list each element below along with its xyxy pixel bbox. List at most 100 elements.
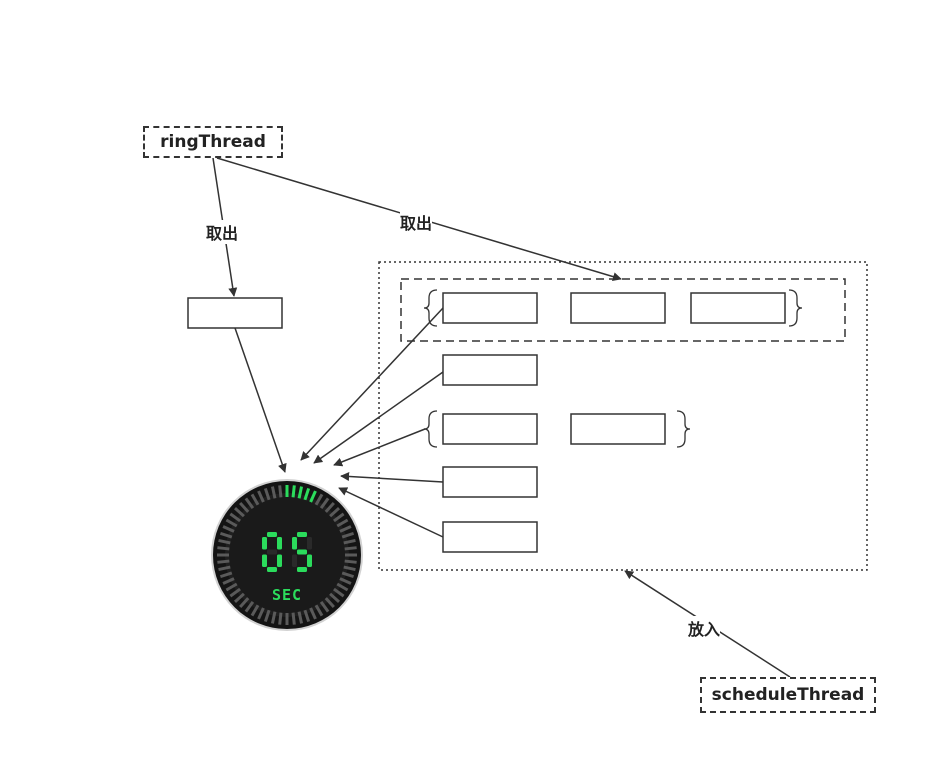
timer-tick — [343, 565, 356, 572]
timer-digit-segment — [262, 537, 267, 550]
ring-thread-label: ringThread — [160, 132, 266, 152]
task-box — [442, 521, 538, 553]
timer-tick — [336, 582, 349, 592]
timer-tick — [229, 512, 241, 523]
timer-unit-label: SEC — [272, 586, 302, 604]
task-box — [442, 413, 538, 445]
timer-tick — [344, 546, 357, 551]
timer-tick — [250, 604, 260, 617]
timer-tick — [270, 486, 277, 499]
task-box — [442, 466, 538, 498]
timer-tick — [324, 597, 335, 609]
timer-digit-segment — [267, 567, 277, 572]
arrow-task-to-timer — [313, 371, 444, 464]
timer-digit-segment — [307, 537, 312, 550]
timer-icon: SEC — [211, 479, 363, 631]
timer-digit-segment — [292, 554, 297, 567]
timer-tick — [233, 592, 245, 603]
timer-tick — [239, 501, 250, 513]
timer-tick — [303, 487, 311, 501]
timer-tick — [225, 518, 238, 528]
timer-tick — [329, 507, 341, 518]
timer-tick — [225, 582, 238, 592]
ring-thread-box: ringThread — [143, 126, 283, 158]
schedule-thread-label: scheduleThread — [711, 685, 865, 705]
timer-tick — [278, 612, 283, 625]
timer-tick — [333, 587, 345, 598]
timer-tick — [297, 486, 304, 499]
timer-tick — [324, 501, 335, 513]
timer-tick — [309, 490, 317, 503]
timer-digit — [262, 532, 282, 572]
timer-digit-segment — [262, 554, 267, 567]
timer-tick — [233, 507, 245, 518]
timer-tick — [278, 485, 283, 498]
timer-tick — [244, 601, 255, 613]
timer-tick — [217, 546, 230, 551]
timer-tick — [222, 577, 235, 585]
timer-tick — [291, 485, 296, 498]
timer-tick — [339, 525, 352, 533]
timer-digit-segment — [297, 532, 307, 537]
timer-tick — [297, 611, 304, 624]
timer-tick — [303, 609, 311, 623]
timer-tick — [257, 607, 265, 620]
timer-ticks — [217, 485, 357, 625]
timer-digit-segment — [297, 567, 307, 572]
timer-digit — [292, 532, 312, 572]
task-box — [442, 292, 538, 324]
timer-tick — [218, 538, 231, 545]
timer-digits — [262, 532, 312, 572]
timer-tick — [309, 607, 317, 620]
left-brace — [423, 410, 438, 448]
timer-tick — [219, 531, 233, 539]
timer-tick — [239, 597, 250, 609]
timer-tick — [343, 538, 356, 545]
right-brace — [676, 410, 691, 448]
timer-digit-segment — [297, 549, 307, 555]
timer-tick — [319, 497, 330, 509]
schedule-thread-box: scheduleThread — [700, 677, 876, 713]
task-box — [570, 292, 666, 324]
timer-digit-segment — [267, 549, 277, 555]
timer-digit-segment — [307, 554, 312, 567]
timer-tick — [339, 577, 352, 585]
time-wheel-container — [378, 261, 868, 571]
slot-group-dashed — [400, 278, 846, 342]
timer-digit-segment — [277, 537, 282, 550]
timer-tick — [217, 559, 230, 564]
timer-tick — [341, 571, 355, 579]
timer-tick — [333, 512, 345, 523]
timer-tick — [219, 571, 233, 579]
timer-tick — [329, 592, 341, 603]
task-box — [570, 413, 666, 445]
edge-label-take-out: 取出 — [400, 210, 433, 234]
edge-label-take-out: 取出 — [206, 220, 239, 244]
timer-tick — [336, 518, 349, 528]
timer-tick — [229, 587, 241, 598]
timer-tick — [250, 493, 260, 506]
task-box — [690, 292, 786, 324]
arrow-task-to-timer — [338, 487, 444, 538]
timer-digit-segment — [267, 532, 277, 537]
timer-tick — [341, 531, 355, 539]
timer-tick — [218, 565, 231, 572]
timer-tick — [291, 612, 296, 625]
timer-tick — [222, 525, 235, 533]
timer-tick — [344, 559, 357, 564]
arrow-task-to-timer — [340, 471, 444, 483]
arrow-taken-to-timer — [234, 327, 287, 473]
timer-tick — [263, 609, 271, 623]
timer-tick — [314, 604, 324, 617]
timer-tick — [244, 497, 255, 509]
timer-digit-segment — [292, 537, 297, 550]
timer-tick — [263, 487, 271, 501]
edge-label-put-in: 放入 — [688, 616, 721, 640]
task-box — [442, 354, 538, 386]
right-brace — [788, 289, 803, 327]
timer-tick — [319, 601, 330, 613]
arrow-task-to-timer — [333, 428, 426, 467]
timer-tick — [257, 490, 265, 503]
